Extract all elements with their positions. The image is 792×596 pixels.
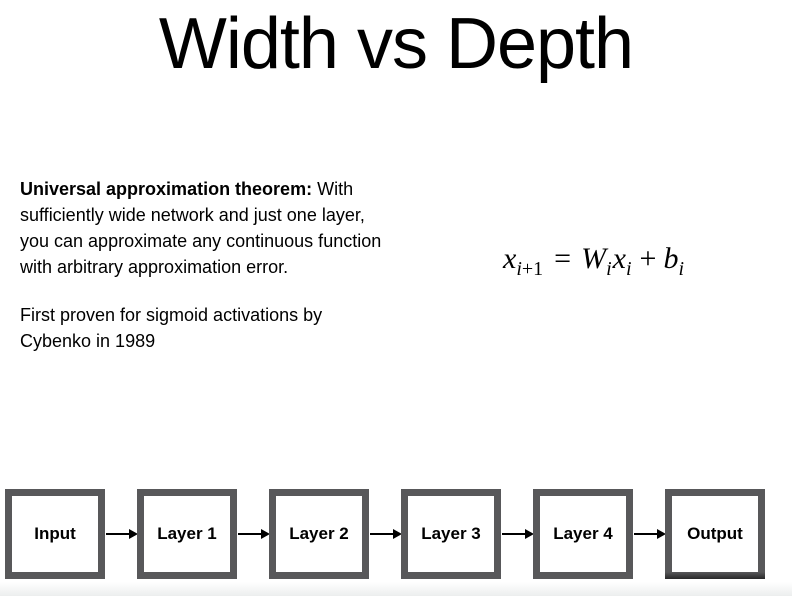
theorem-paragraph: Universal approximation theorem: With su… <box>20 176 470 280</box>
node-box-layer-4: Layer 4 <box>533 489 633 579</box>
output-box-bottom-shadow <box>665 572 765 579</box>
theorem-lead-bold: Universal approximation theorem: <box>20 179 313 199</box>
formula-x: x <box>612 242 626 275</box>
layer-equation: xi+1=Wixi+bi <box>503 242 685 280</box>
node-label: Layer 4 <box>553 524 613 543</box>
right-arrow-icon <box>502 529 534 539</box>
slide-title: Width vs Depth <box>158 4 634 84</box>
formula-subscript: i <box>606 258 612 280</box>
right-arrow-icon <box>634 529 666 539</box>
node-label: Input <box>34 524 76 543</box>
theorem-lead-rest: With <box>312 179 354 199</box>
node-box-layer-1: Layer 1 <box>137 489 237 579</box>
formula-sub-plus-one: +1 <box>521 258 544 280</box>
right-arrow-icon <box>238 529 270 539</box>
formula-b: b <box>663 242 679 275</box>
note-line: First proven for sigmoid activations by <box>20 305 323 325</box>
formula-sub-i: i <box>606 258 612 280</box>
network-flow-diagram: Input Layer 1 Layer 2 Layer 3 Layer 4 Ou… <box>0 488 792 580</box>
formula-subscript: i <box>678 258 684 280</box>
note-paragraph: First proven for sigmoid activations by … <box>20 302 470 354</box>
right-arrow-icon <box>106 529 138 539</box>
theorem-line: sufficiently wide network and just one l… <box>20 205 365 225</box>
formula-sub-i: i <box>678 258 685 280</box>
node-box-input: Input <box>5 489 105 579</box>
theorem-line: Universal approximation theorem: With <box>20 176 470 202</box>
node-box-layer-3: Layer 3 <box>401 489 501 579</box>
slide-bottom-edge <box>0 582 792 596</box>
node-label: Output <box>687 524 743 543</box>
theorem-line: you can approximate any continuous funct… <box>20 231 382 251</box>
formula-subscript: i+1 <box>516 258 543 280</box>
note-line: Cybenko in 1989 <box>20 331 156 351</box>
formula-equals: = <box>554 242 572 275</box>
formula-plus: + <box>639 242 657 275</box>
node-box-layer-2: Layer 2 <box>269 489 369 579</box>
right-arrow-icon <box>370 529 402 539</box>
formula-subscript: i <box>626 258 632 280</box>
node-label: Layer 1 <box>157 524 217 543</box>
formula-W: W <box>581 242 607 275</box>
node-box-output: Output <box>665 489 765 579</box>
theorem-line: with arbitrary approximation error. <box>20 257 289 277</box>
node-label: Layer 3 <box>421 524 481 543</box>
formula-x: x <box>503 242 517 275</box>
formula-sub-i: i <box>516 258 522 280</box>
formula-sub-i: i <box>625 258 632 280</box>
node-label: Layer 2 <box>289 524 349 543</box>
